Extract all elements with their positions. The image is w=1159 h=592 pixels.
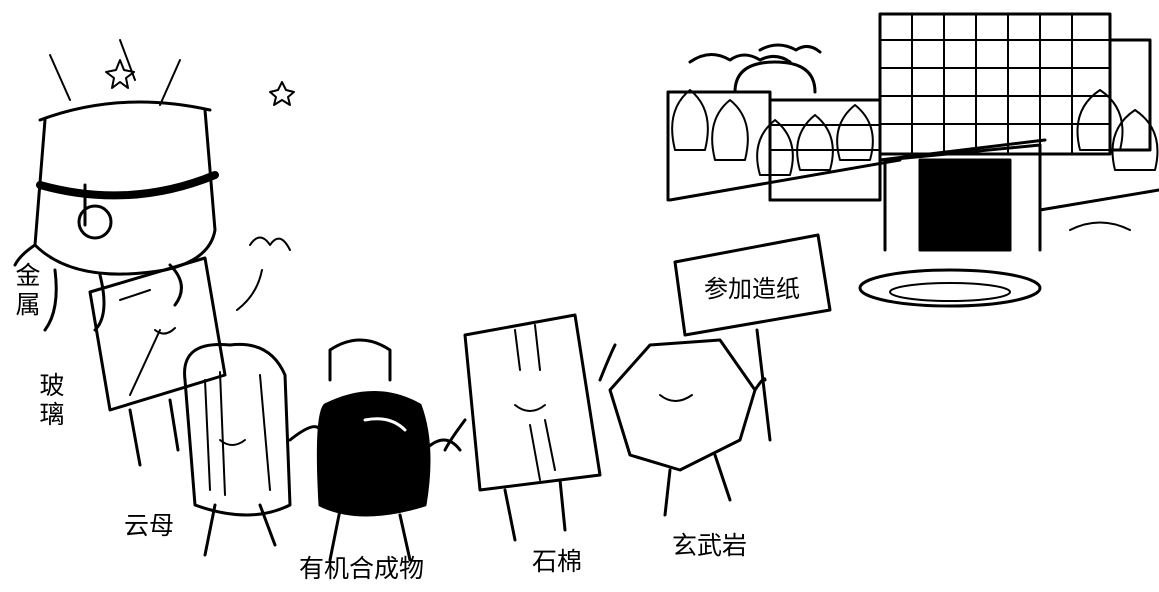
sign-pole	[755, 328, 772, 442]
label-organic-compound: 有机合成物	[299, 554, 425, 583]
label-mica: 云母	[124, 511, 175, 540]
star-icon	[269, 81, 295, 106]
pond-shape	[858, 268, 1042, 308]
glass-character	[88, 256, 227, 467]
label-metal: 金属	[15, 261, 41, 319]
sign-text: 参加造纸	[704, 275, 800, 303]
star-icon	[105, 59, 135, 89]
main-building	[878, 12, 1112, 156]
sign-board	[673, 233, 832, 337]
label-basalt: 玄武岩	[672, 531, 748, 560]
mica-character	[183, 342, 322, 557]
flower-icon	[236, 236, 291, 311]
basalt-character	[608, 233, 832, 517]
organic-compound-character	[316, 338, 462, 562]
metal-character	[13, 39, 295, 332]
cloud-shape	[758, 43, 822, 54]
label-glass: 玻璃	[39, 371, 65, 429]
asbestos-character	[443, 313, 617, 542]
factory-gate	[883, 143, 1042, 252]
factory-illustration	[666, 12, 1159, 308]
label-asbestos: 石棉	[532, 547, 583, 576]
cloud-shape	[688, 53, 792, 64]
